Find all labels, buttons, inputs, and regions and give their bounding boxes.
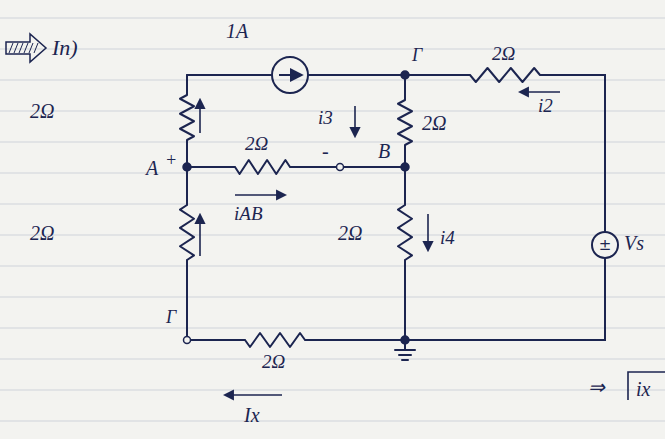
paper-rule bbox=[0, 80, 665, 81]
wire bbox=[404, 260, 406, 340]
current-arrow bbox=[520, 91, 560, 93]
resistance-label: 2Ω bbox=[492, 44, 515, 65]
resistor-symbol bbox=[470, 68, 540, 82]
paper-rule bbox=[0, 328, 665, 329]
wire bbox=[399, 354, 411, 356]
wires bbox=[6, 34, 665, 400]
polarity-sign: + bbox=[165, 151, 177, 171]
junction-dot bbox=[183, 163, 191, 171]
junction-dot bbox=[184, 337, 191, 344]
block-arrow-hatch bbox=[19, 43, 23, 53]
paper-rules bbox=[0, 18, 665, 421]
block-arrow-hatch bbox=[34, 43, 38, 53]
wire bbox=[290, 166, 405, 168]
answer-label: ix bbox=[636, 378, 650, 400]
paper-rule bbox=[0, 390, 665, 391]
node-marker: Γ bbox=[166, 308, 176, 328]
voltage-source-symbol: ± bbox=[591, 231, 619, 259]
junction-dot bbox=[401, 71, 409, 79]
resistance-label: 2Ω bbox=[262, 352, 285, 373]
block-arrow-hatch bbox=[14, 43, 18, 53]
junction-dot bbox=[401, 163, 409, 171]
implies-sign: ⇒ bbox=[588, 376, 605, 398]
current-source-symbol bbox=[272, 57, 308, 93]
paper-rule bbox=[0, 49, 665, 50]
node-marker: Γ bbox=[412, 46, 422, 66]
wire bbox=[187, 166, 235, 168]
source-polarity: ± bbox=[599, 238, 612, 253]
current-label: i2 bbox=[538, 96, 553, 117]
current-arrow bbox=[199, 215, 201, 256]
wire bbox=[402, 359, 408, 361]
paper-rule bbox=[0, 173, 665, 174]
paper-rule bbox=[0, 421, 665, 422]
resistor-symbol bbox=[235, 160, 290, 174]
block-arrow-hatch bbox=[24, 43, 28, 53]
junction-dot bbox=[337, 164, 344, 171]
wire bbox=[187, 339, 245, 341]
wire bbox=[305, 259, 605, 340]
problem-number: In) bbox=[52, 36, 78, 60]
paper-rule bbox=[0, 204, 665, 205]
resistance-label: 2Ω bbox=[338, 222, 362, 244]
resistor-symbol bbox=[398, 205, 412, 260]
wire bbox=[308, 74, 470, 76]
resistor-symbol bbox=[398, 100, 412, 145]
paper-rule bbox=[0, 297, 665, 298]
current-label: iAB bbox=[234, 204, 263, 225]
source-circle bbox=[592, 232, 618, 258]
current-source-arrow bbox=[279, 74, 301, 76]
block-arrow-hatch bbox=[9, 43, 13, 53]
wire bbox=[186, 260, 188, 340]
node-label: A bbox=[146, 157, 158, 179]
resistor-symbol bbox=[180, 205, 194, 260]
resistance-label: 2Ω bbox=[30, 222, 54, 244]
paper-rule bbox=[0, 359, 665, 360]
source-value: 1A bbox=[226, 20, 248, 42]
current-label: i3 bbox=[318, 108, 333, 129]
resistor-symbol bbox=[180, 95, 194, 140]
paper-rule bbox=[0, 235, 665, 236]
node-label: B bbox=[378, 140, 390, 162]
current-arrow bbox=[427, 214, 429, 250]
paper-rule bbox=[0, 266, 665, 267]
current-arrow bbox=[235, 194, 285, 196]
wire bbox=[186, 75, 188, 95]
current-arrow bbox=[225, 394, 282, 396]
wire bbox=[187, 74, 272, 76]
block-arrow bbox=[6, 34, 46, 62]
resistance-label: 2Ω bbox=[422, 112, 446, 134]
paper-rule bbox=[0, 18, 665, 19]
resistor-symbol bbox=[245, 333, 305, 347]
paper-rule bbox=[0, 142, 665, 143]
polarity-sign: - bbox=[322, 140, 329, 162]
current-label: i4 bbox=[440, 228, 455, 249]
current-label: Ix bbox=[244, 404, 260, 426]
source-label: Vs bbox=[624, 232, 644, 254]
wire bbox=[186, 140, 188, 205]
resistance-label: 2Ω bbox=[30, 100, 54, 122]
wire bbox=[395, 349, 415, 351]
junction-dot bbox=[401, 336, 409, 344]
resistance-label: 2Ω bbox=[245, 134, 268, 155]
current-arrow bbox=[199, 100, 201, 133]
wire bbox=[404, 145, 406, 205]
current-arrow bbox=[354, 106, 356, 136]
answer-box bbox=[628, 372, 665, 400]
block-arrow-hatch bbox=[29, 43, 33, 53]
